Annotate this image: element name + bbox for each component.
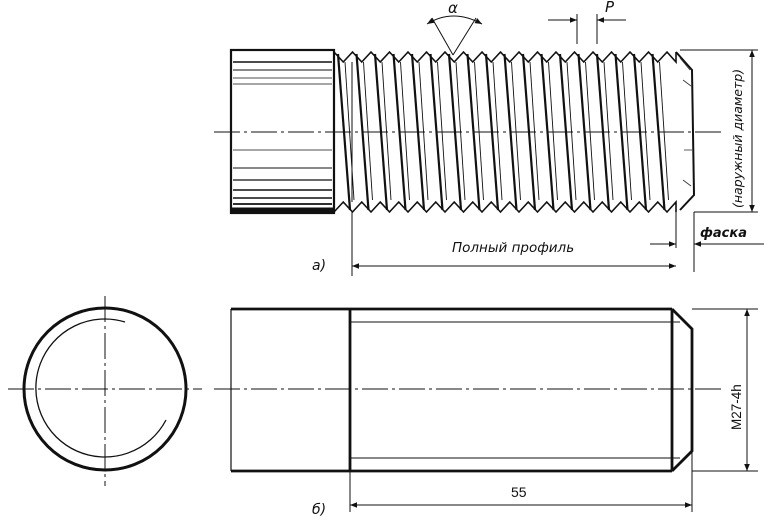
view-b: М27-4h 55 б) xyxy=(214,307,758,518)
thread-root-line xyxy=(381,61,392,201)
view-a-label: а) xyxy=(312,258,326,274)
thread-root-line xyxy=(566,61,577,201)
thread-root-line xyxy=(455,61,466,201)
end-view xyxy=(8,296,202,486)
pitch-dimension xyxy=(548,14,626,44)
shank xyxy=(229,48,336,215)
thread-root-line xyxy=(344,61,355,201)
thread-root-line xyxy=(529,61,540,201)
chamfer-end xyxy=(675,51,696,211)
thread-root-line xyxy=(603,61,614,201)
thread-crest-bottom xyxy=(333,199,677,214)
thread-root-arc xyxy=(35,318,167,458)
view-b-label: б) xyxy=(312,502,326,518)
shank-shading xyxy=(233,61,332,205)
thread-root-line xyxy=(437,61,447,201)
thread-root-line xyxy=(511,61,521,201)
thread-length-label: 55 xyxy=(511,484,527,500)
chamfer-label: фаска xyxy=(700,226,747,241)
full-profile-dimension xyxy=(351,212,676,276)
thread-root-line xyxy=(548,61,558,201)
thread-root-line xyxy=(585,61,595,201)
pitch-label: P xyxy=(605,0,615,16)
thread-root-line xyxy=(659,61,669,201)
thread-root-line xyxy=(492,61,503,201)
thread-root-line xyxy=(400,61,410,201)
angle-dimension xyxy=(426,15,483,56)
thread-size-dimension xyxy=(692,308,758,472)
diameter-dimension xyxy=(680,49,758,213)
chamfer-dimension xyxy=(650,212,764,272)
thread-designation-label: М27-4h xyxy=(729,384,744,430)
thread-length-dimension xyxy=(349,451,693,512)
view-a: α P (наружный диаметр) фаска xyxy=(214,0,764,276)
thread-root-line xyxy=(418,61,429,201)
thread-root-line xyxy=(622,61,632,201)
thread-root-line xyxy=(474,61,484,201)
thread-root-line xyxy=(363,61,373,201)
thread-root-line xyxy=(640,61,651,201)
diameter-label: (наружный диаметр) xyxy=(730,69,745,208)
full-profile-label: Полный профиль xyxy=(452,240,574,256)
angle-label: α xyxy=(448,0,458,17)
